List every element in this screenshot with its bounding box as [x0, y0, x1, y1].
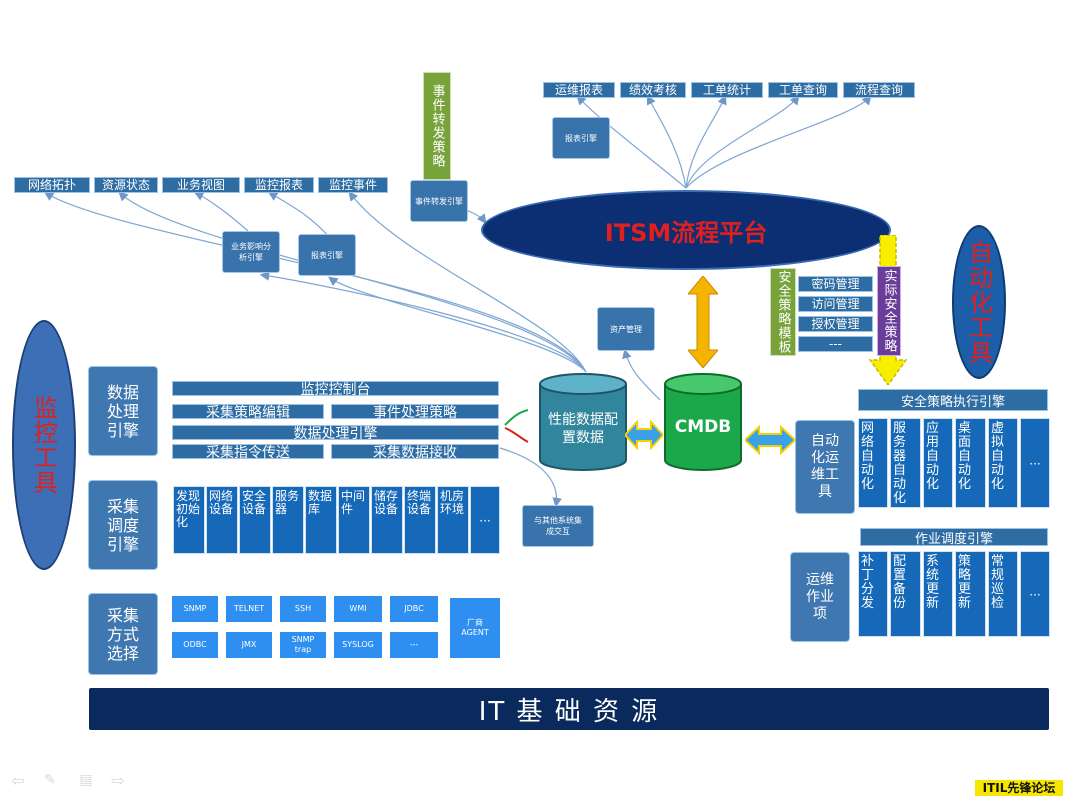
it-base-resources[interactable]: IT 基 础 资 源 — [89, 688, 1049, 730]
method-tile[interactable]: WMI — [333, 595, 383, 623]
method-tile[interactable]: --- — [389, 631, 439, 659]
collect-data-receive[interactable]: 采集数据接收 — [331, 444, 499, 461]
asset-management[interactable]: 资产管理 — [597, 307, 655, 351]
report-engine-left[interactable]: 报表引擎 — [298, 234, 356, 276]
security-policy-engine[interactable]: 安全策略执行引擎 — [858, 389, 1048, 411]
left-top-item[interactable]: 业务视图 — [162, 177, 240, 193]
collect-item-more[interactable]: ··· — [470, 486, 500, 554]
automation-tools: 自动化工具 — [952, 225, 1006, 379]
top-item[interactable]: 绩效考核 — [620, 82, 686, 98]
auto-item[interactable]: 服务器自动化 — [890, 418, 921, 508]
job-scheduling-engine[interactable]: 作业调度引擎 — [860, 528, 1048, 547]
pen-icon[interactable]: ✎ — [44, 772, 56, 788]
other-system-integration[interactable]: 与其他系统集成交互 — [522, 505, 594, 547]
security-policy-template: 安全策略模板 — [770, 268, 796, 356]
ops-item[interactable]: 配置备份 — [890, 551, 921, 637]
ops-item[interactable]: 常规巡检 — [988, 551, 1018, 637]
itsm-platform[interactable]: ITSM流程平台 — [481, 190, 891, 270]
auto-item[interactable]: 应用自动化 — [923, 418, 953, 508]
collect-item[interactable]: 服务器 — [272, 486, 304, 554]
collect-command-send[interactable]: 采集指令传送 — [172, 444, 324, 461]
data-processing-engine[interactable]: 数据处理引擎 — [88, 366, 158, 456]
auto-item[interactable]: 网络自动化 — [858, 418, 888, 508]
auto-item[interactable]: 桌面自动化 — [955, 418, 986, 508]
top-item[interactable]: 工单统计 — [691, 82, 763, 98]
collect-item[interactable]: 终端设备 — [404, 486, 436, 554]
cmdb-label[interactable]: CMDB — [674, 417, 732, 437]
collect-scheduling-engine[interactable]: 采集调度引擎 — [88, 480, 158, 570]
event-forward-policy: 事件转发策略 — [423, 72, 451, 180]
auto-item-more[interactable]: ··· — [1020, 418, 1050, 508]
auto-item[interactable]: 虚拟自动化 — [988, 418, 1018, 508]
ops-item[interactable]: 策略更新 — [955, 551, 986, 637]
collect-item[interactable]: 安全设备 — [239, 486, 271, 554]
left-top-item[interactable]: 资源状态 — [94, 177, 158, 193]
left-top-item[interactable]: 网络拓扑 — [14, 177, 90, 193]
collect-item[interactable]: 网络设备 — [206, 486, 238, 554]
top-item[interactable]: 流程查询 — [843, 82, 915, 98]
monitor-tools: 监控工具 — [12, 320, 76, 570]
collect-item[interactable]: 储存设备 — [371, 486, 403, 554]
collect-policy-edit[interactable]: 采集策略编辑 — [172, 404, 324, 421]
method-tile[interactable]: TELNET — [225, 595, 273, 623]
method-tile[interactable]: SNMP — [171, 595, 219, 623]
left-top-item[interactable]: 监控报表 — [244, 177, 314, 193]
horizontal-double-arrow-icon — [745, 425, 795, 455]
auto-ops-tool[interactable]: 自动化运维工具 — [795, 420, 855, 514]
event-handling-policy[interactable]: 事件处理策略 — [331, 404, 499, 421]
collect-method-select[interactable]: 采集方式选择 — [88, 593, 158, 675]
monitor-console[interactable]: 监控控制台 — [172, 381, 499, 398]
security-item[interactable]: 访问管理 — [798, 296, 873, 312]
vendor-agent-tile[interactable]: 厂商AGENT — [449, 597, 501, 659]
security-item[interactable]: --- — [798, 336, 873, 352]
method-tile[interactable]: JMX — [225, 631, 273, 659]
footer-brand: ITIL先锋论坛 — [975, 780, 1063, 796]
security-item[interactable]: 授权管理 — [798, 316, 873, 332]
horizontal-double-arrow-icon — [625, 420, 663, 450]
perf-db-cylinder-icon — [539, 373, 627, 471]
left-top-item[interactable]: 监控事件 — [318, 177, 388, 193]
top-item[interactable]: 工单查询 — [768, 82, 838, 98]
data-processing-bar[interactable]: 数据处理引擎 — [172, 425, 499, 442]
actual-security-policy: 实际安全策略 — [877, 266, 901, 356]
top-item[interactable]: 运维报表 — [543, 82, 615, 98]
method-tile[interactable]: SNMP trap — [279, 631, 327, 659]
business-impact-engine[interactable]: 业务影响分析引擎 — [222, 231, 280, 273]
menu-icon[interactable]: ▤ — [79, 772, 93, 788]
method-tile[interactable]: ODBC — [171, 631, 219, 659]
collect-item[interactable]: 数据库 — [305, 486, 337, 554]
security-item[interactable]: 密码管理 — [798, 276, 873, 292]
collect-item[interactable]: 中间件 — [338, 486, 370, 554]
event-forward-engine[interactable]: 事件转发引擎 — [410, 180, 468, 222]
perf-config-data[interactable]: 性能数据配置数据 — [548, 412, 618, 446]
ops-item-more[interactable]: ··· — [1020, 551, 1050, 637]
cmdb-cylinder-icon — [664, 373, 742, 471]
ops-item[interactable]: 补丁分发 — [858, 551, 888, 637]
collect-item[interactable]: 发现初始化 — [173, 486, 205, 554]
vertical-double-arrow-icon — [688, 276, 718, 368]
report-engine-top[interactable]: 报表引擎 — [552, 117, 610, 159]
collect-item[interactable]: 机房环境 — [437, 486, 469, 554]
prev-slide-icon[interactable]: ⇦ — [11, 770, 25, 790]
ops-job-items[interactable]: 运维作业项 — [790, 552, 850, 642]
method-tile[interactable]: SYSLOG — [333, 631, 383, 659]
next-slide-icon[interactable]: ⇨ — [111, 770, 125, 790]
method-tile[interactable]: JDBC — [389, 595, 439, 623]
method-tile[interactable]: SSH — [279, 595, 327, 623]
ops-item[interactable]: 系统更新 — [923, 551, 953, 637]
